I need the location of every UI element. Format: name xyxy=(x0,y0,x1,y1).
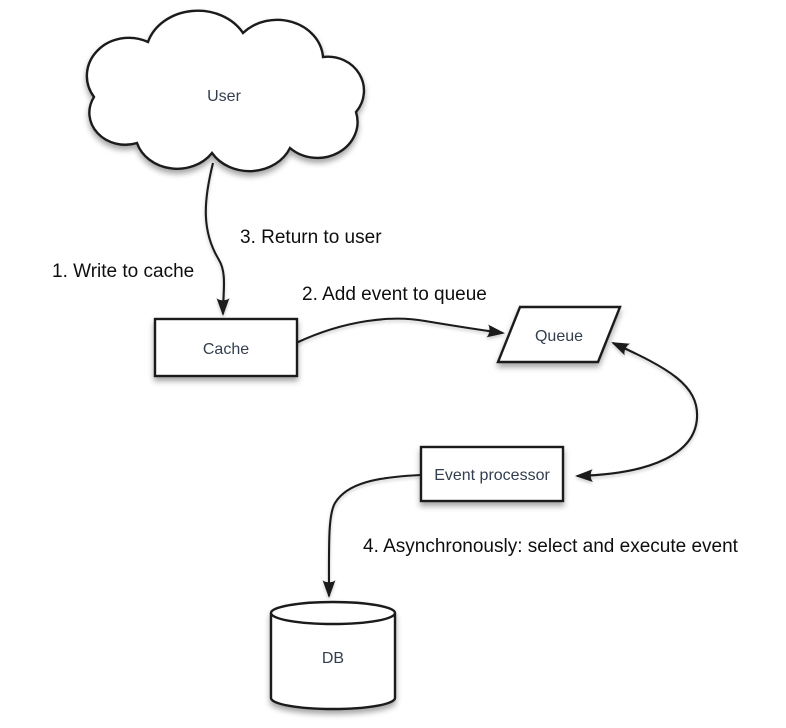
user-cloud xyxy=(85,9,366,173)
edge-cache-to-queue xyxy=(295,317,505,344)
queue-parallelogram xyxy=(496,305,622,364)
edge-user-to-cache xyxy=(204,162,230,316)
edge-event-processor-to-db xyxy=(322,473,422,598)
edge-queue-event-processor-bidirectional xyxy=(575,342,699,483)
cache-label: Cache xyxy=(203,341,249,358)
node-cache: Cache xyxy=(153,317,299,378)
db-cylinder-body xyxy=(269,613,397,711)
nodes: User Cache Queue Event processor DB xyxy=(85,9,622,711)
user-label: User xyxy=(207,88,241,105)
event-processor-box xyxy=(419,445,565,503)
node-user: User xyxy=(85,9,366,173)
node-queue: Queue xyxy=(496,305,622,364)
event-processor-label: Event processor xyxy=(434,467,550,484)
node-db: DB xyxy=(269,600,397,711)
node-event-processor: Event processor xyxy=(419,445,565,503)
edges xyxy=(204,162,699,598)
cache-box xyxy=(153,317,299,378)
step-labels: 1. Write to cache 3. Return to user 2. A… xyxy=(52,227,739,557)
label-step-3: 3. Return to user xyxy=(240,227,382,248)
label-step-4: 4. Asynchronously: select and execute ev… xyxy=(363,536,739,557)
label-step-2: 2. Add event to queue xyxy=(302,284,487,305)
label-step-1: 1. Write to cache xyxy=(52,261,194,282)
db-label: DB xyxy=(322,650,344,667)
queue-label: Queue xyxy=(535,328,583,345)
db-cylinder-top xyxy=(269,600,397,626)
